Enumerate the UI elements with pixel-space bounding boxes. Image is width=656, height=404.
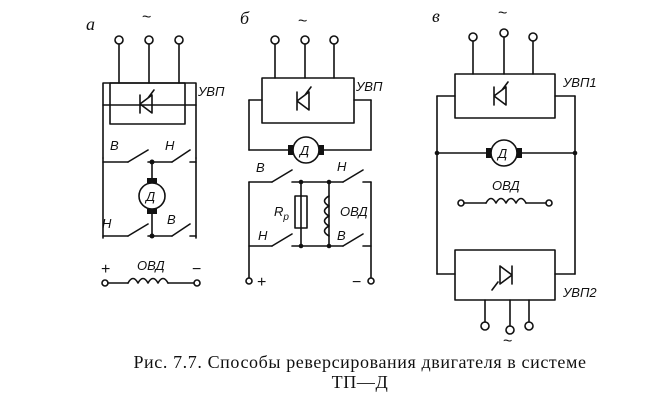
panel-a-ac-symbol: ~ xyxy=(142,9,151,26)
panel-c-ac-symbol-top: ~ xyxy=(498,5,507,22)
panel-a-field-winding: + − ОВД xyxy=(101,258,201,287)
panel-b-converter-label: УВП xyxy=(355,79,383,94)
panel-b-switch-bottom-right-label: В xyxy=(337,228,346,243)
panel-b-ac-terminals: ~ xyxy=(270,13,339,79)
panel-a: а ~ УВП xyxy=(86,9,225,287)
panel-a-switch-bottom: Н В xyxy=(102,212,197,239)
panel-b-field-label: ОВД xyxy=(340,204,368,219)
panel-a-switch-top-right-label: Н xyxy=(165,138,175,153)
panel-b-switch-bottom-left-label: Н xyxy=(258,228,268,243)
panel-b-motor: Д xyxy=(248,99,372,164)
panel-b-ac-symbol: ~ xyxy=(298,13,307,30)
panel-b-switch-top-right-label: Н xyxy=(337,159,347,174)
panel-a-motor-label: Д xyxy=(144,189,155,204)
panel-c-converter2-label: УВП2 xyxy=(562,285,597,300)
panel-b-field-bridge: В Н Н В Rр ОВД + − xyxy=(245,159,375,291)
panel-a-motor: Д xyxy=(138,161,166,237)
panel-c-converter2-block: УВП2 xyxy=(436,249,597,301)
panel-c-ac-symbol-bottom: ~ xyxy=(503,333,512,350)
figure-caption: Рис. 7.7. Способы реверсирования двигате… xyxy=(80,352,640,392)
panel-a-switch-top-left-label: В xyxy=(110,138,119,153)
panel-c-converter1-label: УВП1 xyxy=(562,75,597,90)
caption-line-2: ТП—Д xyxy=(331,372,389,392)
panel-a-minus-label: − xyxy=(192,261,201,278)
panel-b-resistor-label: Rр xyxy=(274,204,289,223)
panel-b-plus-label: + xyxy=(257,274,266,291)
panel-b-motor-label: Д xyxy=(298,143,309,158)
panel-a-plus-label: + xyxy=(101,261,110,278)
panel-a-letter: а xyxy=(86,14,95,34)
panel-b-switch-top-left-label: В xyxy=(256,160,265,175)
panel-c-motor: Д xyxy=(434,139,578,167)
caption-line-1: Рис. 7.7. Способы реверсирования двигате… xyxy=(133,352,587,372)
panel-c-ac-terminals-bottom: ~ xyxy=(480,299,534,350)
panel-a-converter-block: УВП xyxy=(102,82,225,125)
panel-b-letter: б xyxy=(240,8,250,28)
panel-c-letter: в xyxy=(432,6,440,26)
panel-a-converter-label: УВП xyxy=(197,84,225,99)
panel-a-switch-top: В Н xyxy=(102,138,197,165)
panel-a-ac-terminals: ~ xyxy=(114,9,184,84)
panel-b: б ~ УВП Д xyxy=(240,8,383,291)
panel-c-motor-label: Д xyxy=(496,146,507,161)
panel-c: в ~ УВП1 Д xyxy=(432,5,597,350)
panel-a-field-label: ОВД xyxy=(137,258,165,273)
panel-a-switch-bottom-left-label: Н xyxy=(102,216,112,231)
panel-c-ac-terminals-top: ~ xyxy=(468,5,538,75)
panel-b-minus-label: − xyxy=(352,274,361,291)
panel-a-switch-bottom-right-label: В xyxy=(167,212,176,227)
panel-c-field-winding: ОВД xyxy=(457,178,553,207)
panel-c-field-label: ОВД xyxy=(492,178,520,193)
